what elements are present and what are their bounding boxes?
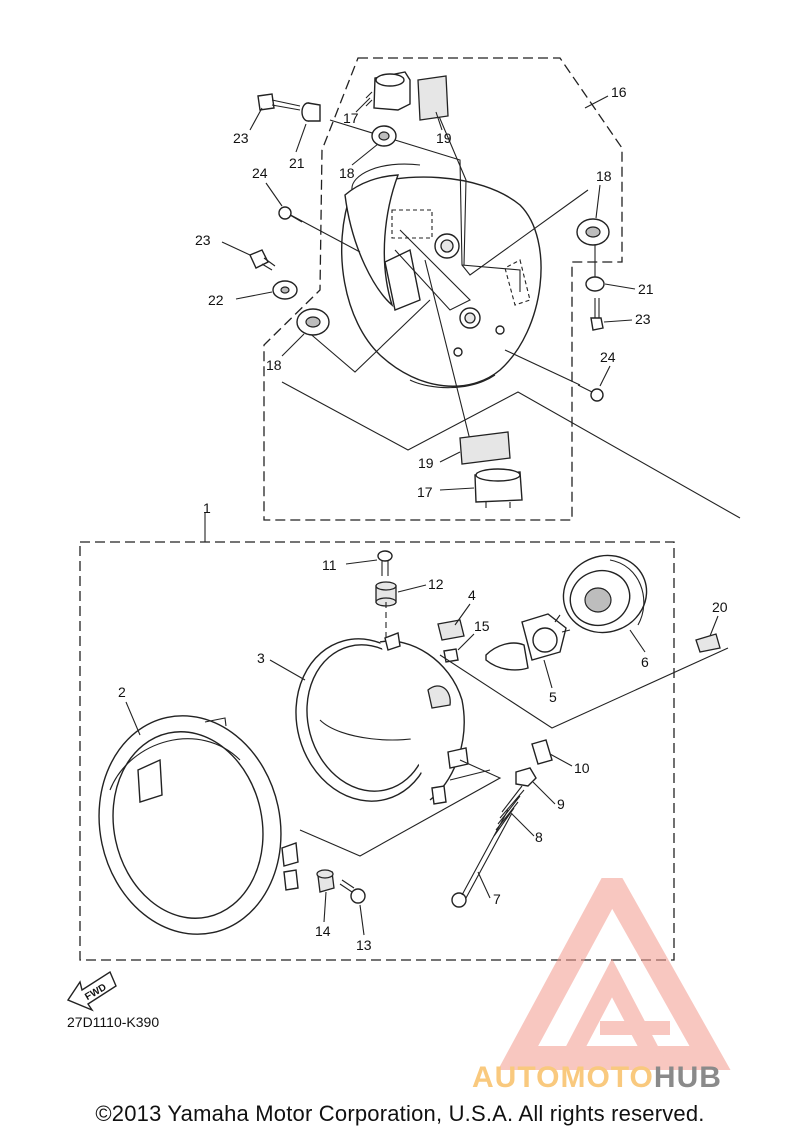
callout-23-right: 23 [635, 311, 651, 327]
part-11-screw [377, 550, 393, 576]
part-15-nut [443, 648, 459, 663]
callout-7: 7 [493, 891, 501, 907]
part-3-lens [295, 632, 469, 805]
callout-14: 14 [315, 923, 331, 939]
callout-24-left: 24 [252, 165, 268, 181]
part-19-pad-top [417, 75, 449, 121]
callout-12: 12 [428, 576, 444, 592]
part-17-clamp-top [365, 71, 411, 111]
fwd-arrow: FWD [66, 970, 117, 1012]
part-19-pad-lower [459, 431, 511, 465]
callout-17-top: 17 [343, 110, 359, 126]
callout-10: 10 [574, 760, 590, 776]
callout-1: 1 [203, 500, 211, 516]
callout-20: 20 [712, 599, 728, 615]
part-5-bulb [485, 613, 571, 671]
callout-labels: 1 2 3 4 5 6 7 8 9 10 11 12 13 14 15 16 1… [118, 84, 728, 953]
part-12-grommet [375, 581, 397, 607]
part-13-screw [339, 879, 366, 904]
callout-18-top: 18 [339, 165, 355, 181]
callout-9: 9 [557, 796, 565, 812]
part-20-label [695, 633, 721, 653]
callout-4: 4 [468, 587, 476, 603]
part-7-bolt [451, 809, 513, 908]
svg-text:AUTOMOTOHUB: AUTOMOTOHUB [472, 1061, 722, 1094]
callout-19-lower: 19 [418, 455, 434, 471]
callout-18-left: 18 [266, 357, 282, 373]
callout-15: 15 [474, 618, 490, 634]
callout-8: 8 [535, 829, 543, 845]
callout-2: 2 [118, 684, 126, 700]
part-17-clamp-lower [474, 468, 523, 508]
callout-17-lower: 17 [417, 484, 433, 500]
part-23-bolt-right [590, 298, 604, 331]
callout-5: 5 [549, 689, 557, 705]
copyright-notice: ©2013 Yamaha Motor Corporation, U.S.A. A… [95, 1101, 705, 1126]
callout-24-right: 24 [600, 349, 616, 365]
part-18-grommet-top [371, 125, 397, 147]
watermark-logo-icon [497, 878, 731, 1070]
part-10-cap [531, 739, 553, 765]
callout-16: 16 [611, 84, 627, 100]
part-21-collar-right [585, 276, 605, 292]
group-1-outline [79, 541, 675, 961]
automotohub-watermark: AUTOMOTOHUB [472, 878, 731, 1094]
callout-13: 13 [356, 937, 372, 953]
callout-22: 22 [208, 292, 224, 308]
callout-23-left: 23 [195, 232, 211, 248]
part-18-grommet-left [296, 308, 330, 336]
callout-3: 3 [257, 650, 265, 666]
watermark-text-primary: AUTOMOTO [472, 1061, 654, 1094]
part-23-bolt-top [257, 93, 301, 111]
drawing-code: 27D1110-K390 [67, 1014, 160, 1030]
part-24-screw-right [577, 384, 604, 402]
fwd-label: FWD [83, 982, 108, 1003]
part-22-washer [272, 280, 298, 300]
part-14-grommet [316, 869, 335, 893]
callout-21-right: 21 [638, 281, 654, 297]
callout-18-right: 18 [596, 168, 612, 184]
part-2-rim [98, 715, 299, 935]
part-24-screw-left [278, 206, 303, 223]
callout-6: 6 [641, 654, 649, 670]
part-21-collar-top [301, 102, 321, 122]
headlight-case [341, 163, 542, 389]
callout-23-top: 23 [233, 130, 249, 146]
group-16-outline [263, 57, 623, 521]
callout-11: 11 [322, 557, 337, 573]
part-18-grommet-right [576, 218, 610, 246]
callout-21-top: 21 [289, 155, 305, 171]
callout-19-top: 19 [436, 130, 452, 146]
watermark-text-secondary: HUB [654, 1061, 722, 1094]
part-23-bolt-left [249, 249, 276, 271]
part-8-spring [493, 785, 525, 837]
part-6-cover [562, 554, 648, 634]
part-9-nut [515, 767, 537, 787]
part-4-clip [437, 619, 465, 641]
